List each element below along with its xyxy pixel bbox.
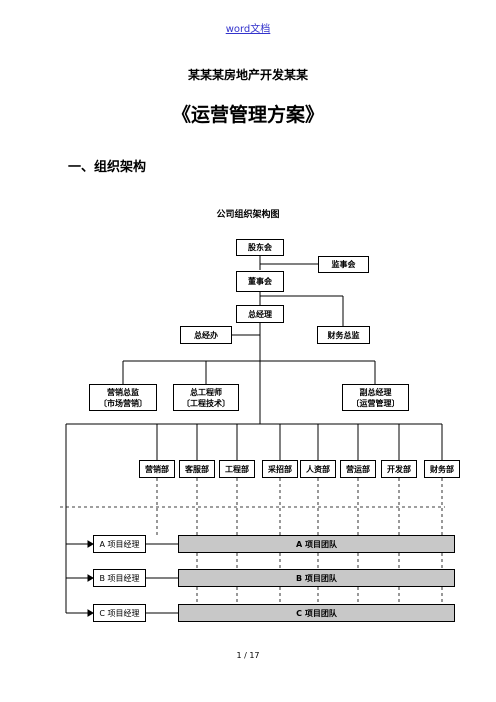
- exec-title: 营销总监: [107, 387, 139, 397]
- department-box: 工程部: [219, 460, 255, 478]
- exec-scope: 〔运营管理〕: [351, 398, 400, 408]
- page-number: 1 / 17: [236, 651, 260, 660]
- exec-title: 总工程师: [190, 387, 222, 397]
- department-box: 采招部: [262, 460, 298, 478]
- department-box: 人资部: [300, 460, 336, 478]
- project-manager-box: A 项目经理: [93, 535, 146, 553]
- supervisors-box: 监事会: [318, 256, 369, 273]
- exec-title: 副总经理: [359, 387, 392, 397]
- department-box: 营运部: [340, 460, 376, 478]
- project-manager-box: B 项目经理: [93, 569, 146, 587]
- department-box: 开发部: [381, 460, 417, 478]
- marketing-director-box: 营销总监 〔市场营销〕: [89, 384, 157, 411]
- org-chart-title: 公司组织架构图: [216, 210, 280, 220]
- document-title: 《运营管理方案》: [171, 104, 324, 126]
- exec-scope: 〔工程技术〕: [182, 398, 230, 408]
- board-box: 董事会: [236, 271, 284, 292]
- department-box: 营销部: [139, 460, 175, 478]
- department-box: 客服部: [179, 460, 215, 478]
- department-box: 财务部: [424, 460, 460, 478]
- deputy-gm-box: 副总经理 〔运营管理〕: [342, 384, 409, 411]
- exec-scope: 〔市场营销〕: [99, 398, 147, 408]
- shareholders-box: 股东会: [236, 239, 284, 256]
- project-team-bar: C 项目团队: [178, 604, 455, 622]
- finance-director-box: 财务总监: [317, 326, 370, 344]
- company-name: 某某某房地产开发某某: [187, 68, 308, 82]
- header-link[interactable]: word文档: [225, 24, 271, 35]
- gm-office-box: 总经办: [180, 326, 232, 344]
- project-team-bar: B 项目团队: [178, 569, 455, 587]
- project-manager-box: C 项目经理: [93, 604, 146, 622]
- section-heading: 一、组织架构: [68, 160, 147, 175]
- general-manager-box: 总经理: [236, 305, 284, 323]
- chief-engineer-box: 总工程师 〔工程技术〕: [173, 384, 239, 411]
- project-team-bar: A 项目团队: [178, 535, 455, 553]
